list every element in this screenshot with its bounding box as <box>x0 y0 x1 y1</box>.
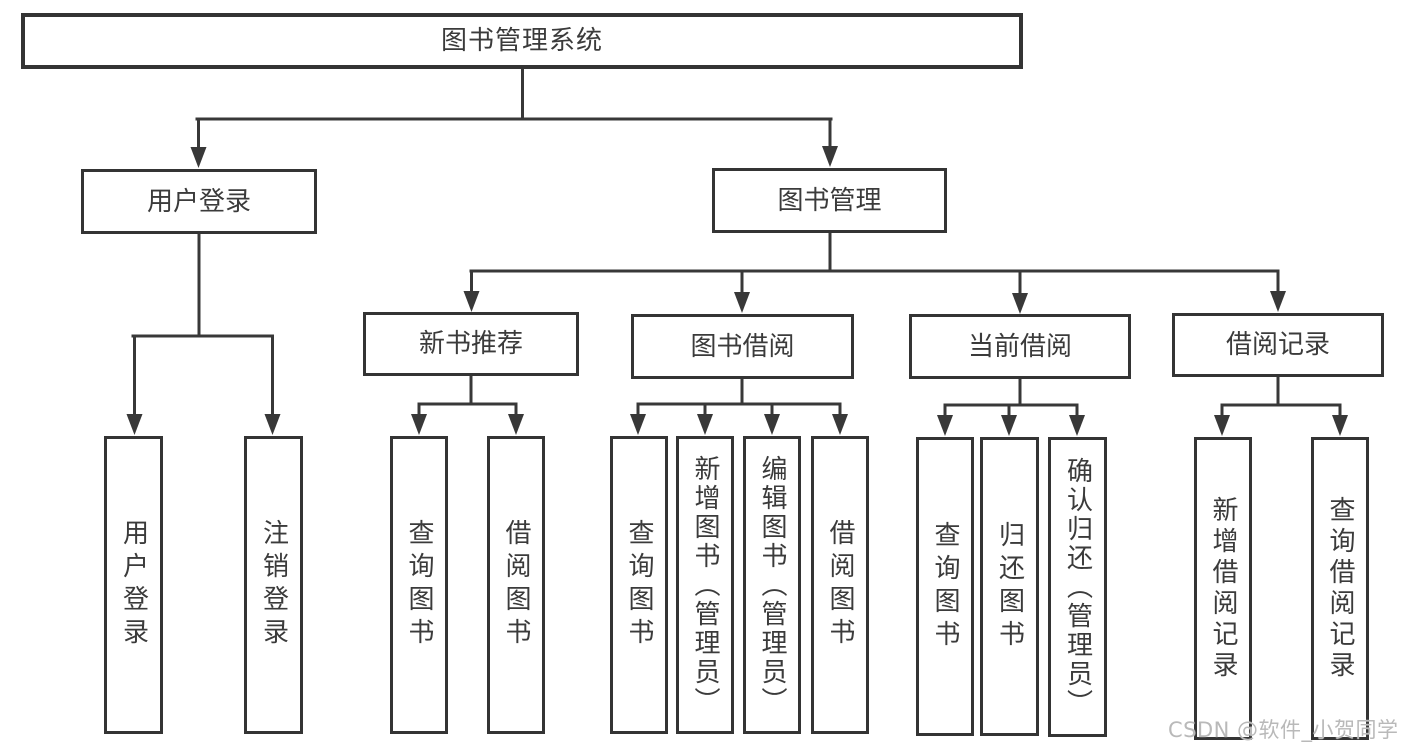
connector-bookborrow-to-leaves <box>630 376 848 435</box>
node-leaf-edit-book-admin-label: 编辑图书（管理员） <box>757 454 787 716</box>
connector-userlogin-to-leaves <box>126 232 281 435</box>
node-leaf-confirm-return-admin: 确认归还（管理员） <box>1048 437 1107 737</box>
node-system-root-label: 图书管理系统 <box>440 26 603 56</box>
node-leaf-add-borrow-record-label: 新增借阅记录 <box>1208 495 1238 682</box>
node-borrow-records-label: 借阅记录 <box>1225 330 1330 360</box>
node-borrow-records: 借阅记录 <box>1172 313 1384 377</box>
node-leaf-add-book-admin-label: 新增图书（管理员） <box>690 454 720 716</box>
node-leaf-borrow-books-recommend-label: 借阅图书 <box>501 519 531 651</box>
connector-borrowrecords-to-leaves <box>1214 373 1348 436</box>
node-leaf-user-login-label: 用户登录 <box>118 519 149 651</box>
node-leaf-confirm-return-admin-label: 确认归还（管理员） <box>1062 456 1093 718</box>
node-leaf-logout-label: 注销登录 <box>258 519 289 651</box>
node-book-management: 图书管理 <box>712 168 947 233</box>
node-book-management-label: 图书管理 <box>777 185 882 216</box>
node-user-login-label: 用户登录 <box>146 186 251 217</box>
node-leaf-borrow-books-label: 借阅图书 <box>825 519 855 651</box>
node-leaf-query-books-recommend: 查询图书 <box>390 436 448 734</box>
node-leaf-user-login: 用户登录 <box>104 436 163 734</box>
connector-currentborrow-to-leaves <box>937 376 1085 436</box>
csdn-watermark: CSDN @软件_小贺同学 <box>1168 718 1399 742</box>
node-leaf-borrow-books: 借阅图书 <box>811 436 869 734</box>
node-leaf-add-borrow-record: 新增借阅记录 <box>1194 437 1252 740</box>
node-new-book-recommend-label: 新书推荐 <box>418 329 523 359</box>
node-leaf-borrow-books-recommend: 借阅图书 <box>487 436 545 734</box>
node-leaf-return-book: 归还图书 <box>980 437 1039 736</box>
node-current-borrow-label: 当前借阅 <box>967 331 1072 362</box>
connector-newbook-to-leaves <box>411 373 524 435</box>
connector-bookmgmt-to-level3 <box>463 231 1286 314</box>
node-leaf-logout: 注销登录 <box>244 436 303 734</box>
node-leaf-query-books-current-label: 查询图书 <box>930 520 960 653</box>
node-user-login: 用户登录 <box>81 169 317 234</box>
node-leaf-query-books-borrow-label: 查询图书 <box>624 519 654 651</box>
node-leaf-query-borrow-record: 查询借阅记录 <box>1311 437 1369 740</box>
node-leaf-edit-book-admin: 编辑图书（管理员） <box>743 436 801 734</box>
connector-root-to-level2 <box>190 67 838 168</box>
node-leaf-query-books-recommend-label: 查询图书 <box>404 519 434 651</box>
node-new-book-recommend: 新书推荐 <box>363 312 579 376</box>
node-leaf-return-book-label: 归还图书 <box>994 520 1025 653</box>
node-leaf-query-books-current: 查询图书 <box>916 437 974 736</box>
node-leaf-add-book-admin: 新增图书（管理员） <box>676 436 734 734</box>
node-book-borrow: 图书借阅 <box>631 314 854 379</box>
node-leaf-query-borrow-record-label: 查询借阅记录 <box>1325 495 1355 682</box>
node-book-borrow-label: 图书借阅 <box>690 331 795 362</box>
node-leaf-query-books-borrow: 查询图书 <box>610 436 668 734</box>
node-current-borrow: 当前借阅 <box>909 314 1131 379</box>
node-system-root: 图书管理系统 <box>21 13 1023 69</box>
